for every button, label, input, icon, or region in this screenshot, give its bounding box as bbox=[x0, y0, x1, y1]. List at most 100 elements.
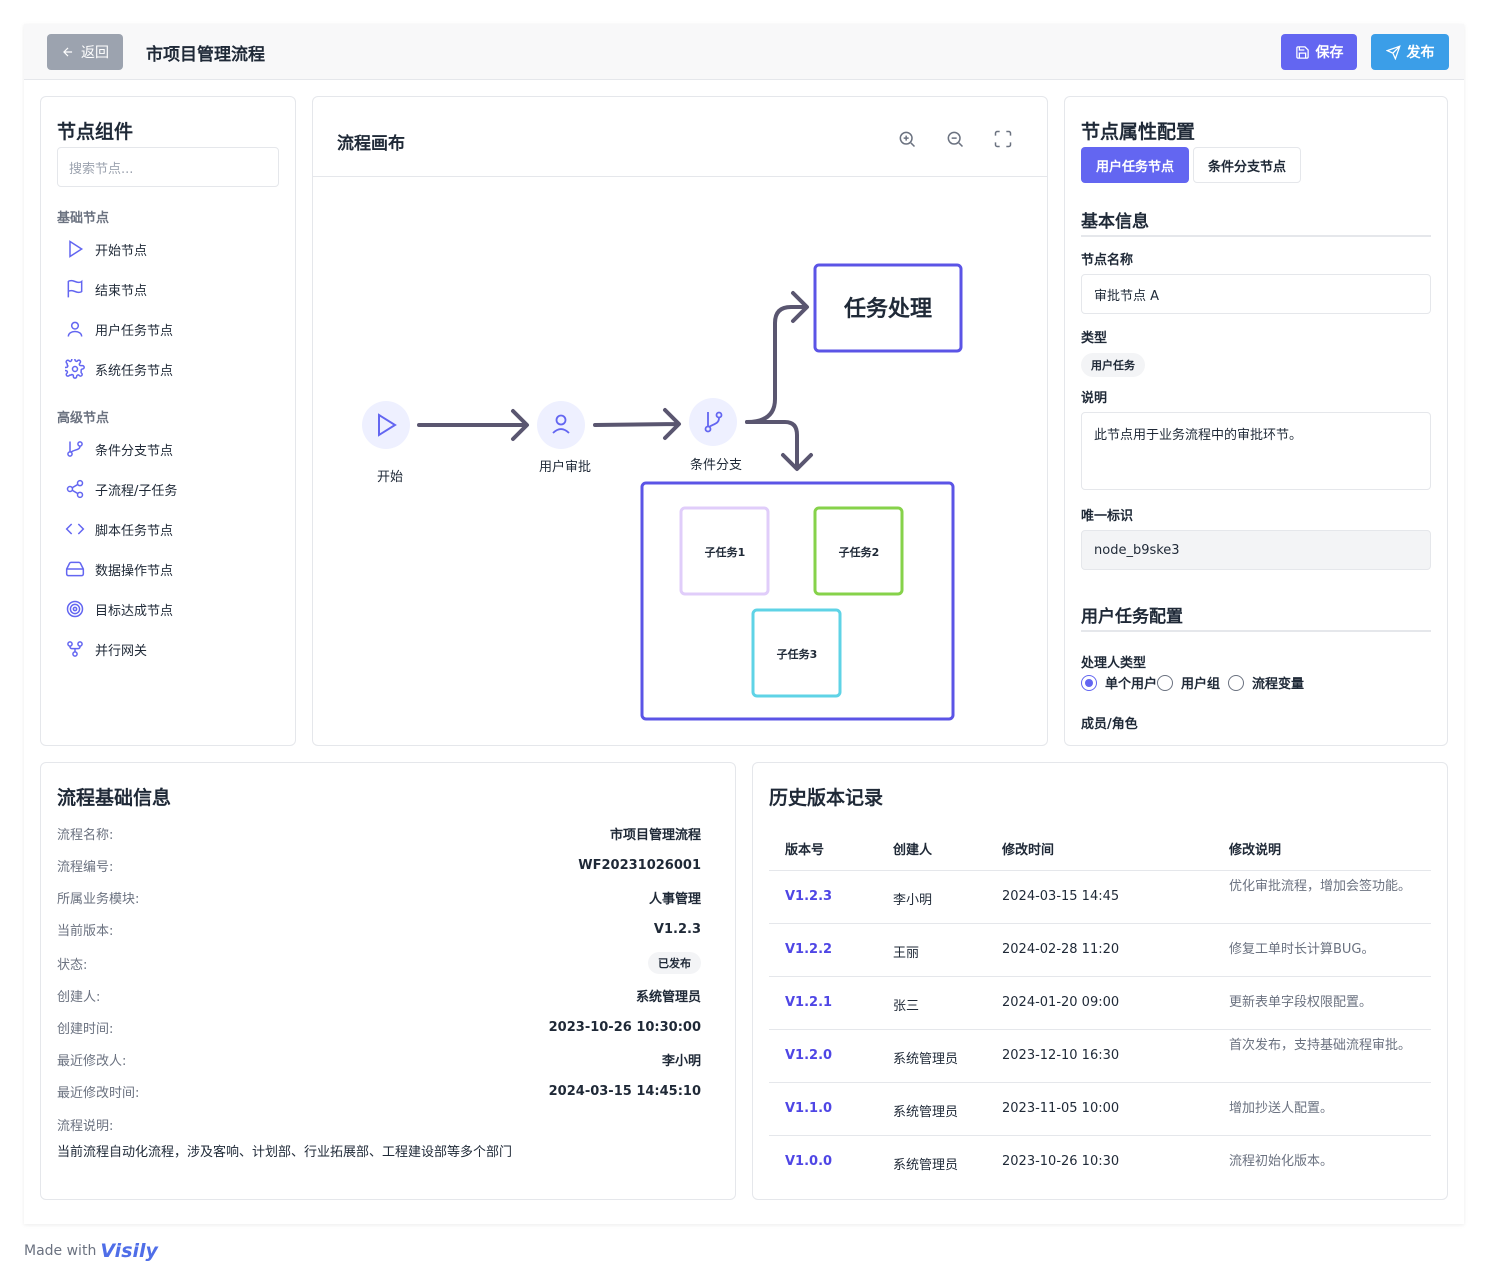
table-row: V1.2.1 张三 2024-01-20 09:00 更新表单字段权限配置。 bbox=[769, 976, 1431, 1029]
subtask-1-label: 子任务1 bbox=[705, 545, 746, 559]
node-item-label: 系统任务节点 bbox=[95, 363, 174, 379]
cell-description: 增加抄送人配置。 bbox=[1229, 1101, 1334, 1116]
branch-node[interactable] bbox=[689, 398, 737, 446]
node-item-subprocess[interactable]: 子流程/子任务 bbox=[65, 477, 177, 501]
type-chip: 用户任务 bbox=[1081, 353, 1145, 377]
version-history-panel: 历史版本记录 版本号 创建人 修改时间 修改说明 V1.2.3 李小明 2024… bbox=[752, 762, 1448, 1200]
process-desc-value: 当前流程自动化流程，涉及客响、计划部、行业拓展部、工程建设部等多个部门 bbox=[57, 1145, 513, 1160]
unique-id-field: node_b9ske3 bbox=[1081, 530, 1431, 570]
made-with-footer: Made with Visily bbox=[24, 1240, 158, 1262]
info-value: 2024-03-15 14:45:10 bbox=[548, 1083, 701, 1099]
git-fork-icon bbox=[67, 641, 83, 657]
subtask-3-node[interactable] bbox=[751, 608, 842, 698]
info-row: 状态:已发布 bbox=[57, 952, 701, 974]
radio-button[interactable] bbox=[1157, 674, 1174, 691]
flag-icon bbox=[67, 279, 83, 298]
basic-info-heading: 基本信息 bbox=[1081, 212, 1149, 232]
save-icon bbox=[1295, 45, 1309, 59]
history-title: 历史版本记录 bbox=[769, 787, 884, 809]
radio-single-user[interactable]: 单个用户 bbox=[1081, 673, 1157, 692]
zoom-in-icon[interactable] bbox=[897, 129, 917, 149]
radio-button[interactable] bbox=[1228, 674, 1245, 691]
subtask-3-label: 子任务3 bbox=[777, 647, 818, 661]
version-link[interactable]: V1.2.3 bbox=[785, 889, 833, 904]
code-icon bbox=[65, 523, 85, 535]
radio-label: 单个用户 bbox=[1105, 677, 1158, 692]
node-name-field[interactable]: 审批节点 A bbox=[1081, 274, 1431, 314]
cell-author: 王丽 bbox=[893, 946, 920, 961]
version-link[interactable]: V1.2.2 bbox=[785, 942, 833, 957]
cell-description: 更新表单字段权限配置。 bbox=[1229, 995, 1373, 1010]
task-node[interactable] bbox=[813, 263, 963, 353]
info-key: 当前版本: bbox=[57, 923, 114, 939]
table-row: V1.2.2 王丽 2024-02-28 11:20 修复工单时长计算BUG。 bbox=[769, 923, 1431, 976]
zoom-out-icon[interactable] bbox=[945, 129, 965, 149]
cell-time: 2023-12-10 16:30 bbox=[1002, 1048, 1120, 1063]
task-node-label: 任务处理 bbox=[843, 296, 932, 322]
start-node[interactable] bbox=[362, 401, 410, 449]
connector-branch-group bbox=[745, 420, 813, 471]
cell-author: 张三 bbox=[893, 999, 920, 1014]
cell-time: 2024-03-15 14:45 bbox=[1002, 889, 1120, 904]
info-key: 创建时间: bbox=[57, 1021, 114, 1037]
node-item-user-task[interactable]: 用户任务节点 bbox=[65, 317, 173, 341]
node-item-script[interactable]: 脚本任务节点 bbox=[65, 517, 173, 541]
node-item-end[interactable]: 结束节点 bbox=[65, 277, 147, 301]
version-link[interactable]: V1.0.0 bbox=[785, 1154, 833, 1169]
info-row: 流程名称: 市项目管理流程 bbox=[57, 823, 701, 843]
group-label-basic: 基础节点 bbox=[57, 211, 110, 226]
process-info-panel: 流程基础信息 流程名称:市项目管理流程 流程编号:WF20231026001 所… bbox=[40, 762, 736, 1200]
hard-drive-icon bbox=[65, 561, 85, 577]
process-info-title: 流程基础信息 bbox=[57, 787, 172, 809]
info-value: 市项目管理流程 bbox=[609, 827, 701, 843]
node-item-gateway[interactable]: 并行网关 bbox=[65, 637, 147, 661]
description-field[interactable]: 此节点用于业务流程中的审批环节。 bbox=[1081, 412, 1431, 490]
node-item-label: 目标达成节点 bbox=[95, 603, 174, 619]
fullscreen-icon[interactable] bbox=[993, 129, 1013, 149]
publish-button[interactable]: 发布 bbox=[1371, 34, 1449, 70]
node-item-label: 条件分支节点 bbox=[95, 443, 174, 459]
search-input[interactable]: 搜索节点... bbox=[57, 147, 279, 187]
flow-canvas-panel: 流程画布 开始 用户审批 bbox=[312, 96, 1048, 746]
cell-description: 修复工单时长计算BUG。 bbox=[1229, 942, 1375, 957]
version-link[interactable]: V1.2.0 bbox=[785, 1048, 833, 1063]
play-icon bbox=[69, 240, 84, 258]
node-item-goal[interactable]: 目标达成节点 bbox=[65, 597, 173, 621]
tab-user-task[interactable]: 用户任务节点 bbox=[1081, 147, 1189, 183]
visily-logo[interactable]: Visily bbox=[100, 1240, 158, 1262]
save-button[interactable]: 保存 bbox=[1281, 34, 1357, 70]
node-name-value: 审批节点 A bbox=[1094, 288, 1160, 304]
unique-id-label: 唯一标识 bbox=[1081, 509, 1134, 524]
node-item-system-task[interactable]: 系统任务节点 bbox=[65, 357, 173, 381]
column-header: 创建人 bbox=[893, 843, 933, 858]
tab-condition-branch[interactable]: 条件分支节点 bbox=[1193, 147, 1301, 183]
version-link[interactable]: V1.1.0 bbox=[785, 1101, 833, 1116]
radio-label: 流程变量 bbox=[1252, 677, 1305, 692]
node-name-label: 节点名称 bbox=[1081, 253, 1134, 268]
radio-label: 用户组 bbox=[1181, 677, 1221, 692]
node-item-start[interactable]: 开始节点 bbox=[65, 237, 147, 261]
node-item-branch[interactable]: 条件分支节点 bbox=[65, 437, 173, 461]
info-key: 流程名称: bbox=[57, 827, 114, 843]
cell-author: 系统管理员 bbox=[893, 1158, 959, 1173]
node-item-label: 脚本任务节点 bbox=[95, 523, 174, 539]
info-row: 当前版本:V1.2.3 bbox=[57, 919, 701, 939]
handler-type-label: 处理人类型 bbox=[1081, 656, 1147, 671]
back-button[interactable]: 返回 bbox=[47, 34, 123, 70]
handler-type-radio-group: 单个用户 用户组 流程变量 bbox=[1081, 673, 1304, 692]
git-branch-icon bbox=[704, 411, 723, 433]
version-link[interactable]: V1.2.1 bbox=[785, 995, 833, 1010]
info-key: 状态: bbox=[57, 957, 88, 973]
node-item-label: 用户任务节点 bbox=[95, 323, 174, 339]
radio-user-group[interactable]: 用户组 bbox=[1157, 673, 1220, 692]
cell-description: 首次发布，支持基础流程审批。 bbox=[1229, 1038, 1412, 1053]
radio-button[interactable] bbox=[1081, 674, 1097, 691]
cell-time: 2023-10-26 10:30 bbox=[1002, 1154, 1120, 1169]
node-item-data[interactable]: 数据操作节点 bbox=[65, 557, 173, 581]
send-icon bbox=[1385, 44, 1401, 60]
cell-time: 2024-01-20 09:00 bbox=[1002, 995, 1120, 1010]
subtask-2-node[interactable] bbox=[813, 506, 904, 596]
publish-label: 发布 bbox=[1406, 45, 1435, 61]
subtask-1-node[interactable] bbox=[679, 506, 770, 596]
radio-process-variable[interactable]: 流程变量 bbox=[1228, 673, 1304, 692]
